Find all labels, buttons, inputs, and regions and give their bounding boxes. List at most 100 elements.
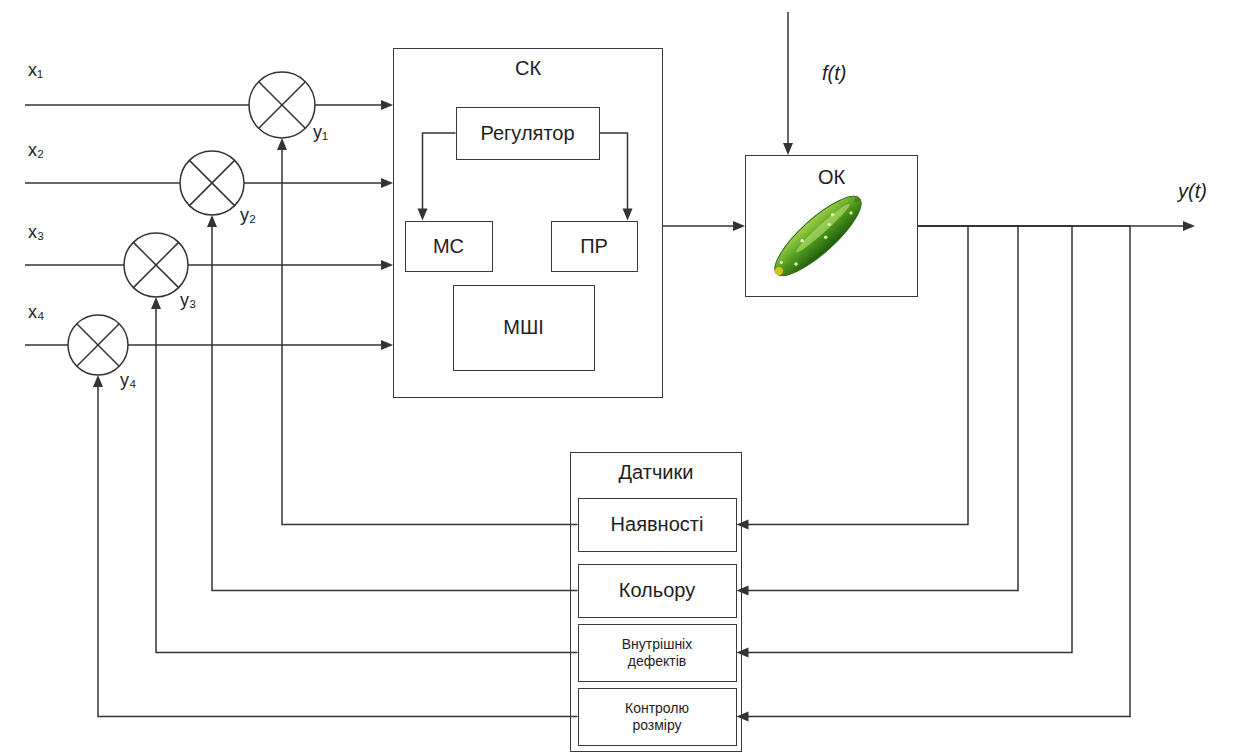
arrow-head	[381, 100, 393, 110]
connector-line	[747, 226, 1073, 653]
summing-junction	[68, 315, 128, 375]
connector	[737, 226, 1073, 658]
arrow-head	[381, 340, 393, 350]
control-system-box: СК РегуляторМС ПР МШІ	[393, 48, 663, 398]
unit-box: МС	[405, 221, 493, 272]
arrow-head	[737, 712, 749, 722]
connector-line	[98, 345, 578, 717]
cucumber-spot	[828, 223, 831, 226]
sensors-box: ДатчикиНаявностіКольоруВнутрішніх дефект…	[570, 452, 742, 752]
unit-box: МШІ	[453, 285, 595, 371]
node-label: МС	[433, 235, 464, 258]
input-wire	[25, 264, 124, 266]
connector	[93, 340, 578, 717]
disturbance-signal: f(t)	[822, 62, 846, 85]
arrow-head	[737, 586, 749, 596]
connector	[151, 260, 578, 653]
cucumber-spot	[824, 235, 828, 239]
arrow-head	[418, 209, 428, 221]
connector-line	[423, 133, 456, 211]
cucumber-stem	[855, 198, 860, 203]
control-object-box: ОК	[745, 155, 918, 297]
cucumber-highlight	[794, 201, 853, 255]
input-wire	[25, 344, 68, 346]
summing-junction	[180, 151, 244, 215]
cucumber-illustration	[765, 186, 871, 286]
junction-cross	[77, 324, 119, 366]
cucumber-spot	[794, 262, 798, 266]
cucumber-spot	[849, 211, 852, 214]
input-signal: x₃	[28, 222, 44, 243]
cucumber-body	[765, 186, 871, 286]
junction-cross	[259, 82, 306, 129]
connector	[737, 226, 969, 530]
arrow-head	[381, 260, 393, 270]
connector	[663, 221, 745, 231]
node-label: СК	[515, 57, 541, 80]
connector-line	[156, 265, 578, 653]
connector-line	[663, 225, 735, 227]
node-label: Внутрішніх дефектів	[607, 636, 707, 668]
node-label: Регулятор	[480, 122, 574, 145]
junction-cross	[133, 242, 178, 287]
junction-cross	[189, 160, 234, 205]
connector	[737, 226, 1131, 722]
cucumber-spot	[831, 213, 835, 217]
arrow-head	[381, 178, 393, 188]
connector-line	[747, 226, 1019, 591]
arrow-head	[277, 138, 287, 150]
arrow-head	[1183, 221, 1195, 231]
unit-box: ПР	[551, 221, 638, 272]
feedback-signal: y₄	[120, 370, 136, 391]
arrow-head	[733, 221, 745, 231]
arrow-head	[151, 297, 161, 309]
junction-cross	[259, 82, 306, 129]
cucumber-spot	[780, 261, 783, 264]
junction-cross	[77, 324, 119, 366]
connector	[418, 133, 456, 221]
input-wire	[25, 104, 249, 106]
arrow-head	[623, 209, 633, 221]
feedback-signal: y₂	[240, 205, 256, 226]
junction-cross	[189, 160, 234, 205]
connector-line	[282, 105, 578, 525]
connector	[600, 133, 633, 221]
sensor-box: Контролю розміру	[578, 688, 737, 746]
input-signal: x₂	[28, 140, 44, 161]
node-label: Контролю розміру	[607, 700, 707, 732]
output-signal: y(t)	[1178, 180, 1207, 203]
cucumber-flower-end	[775, 267, 783, 275]
input-wire	[25, 182, 180, 184]
sensor-box: Кольору	[578, 564, 737, 618]
connector-line	[600, 133, 628, 211]
arrow-head	[737, 648, 749, 658]
input-signal: x₁	[28, 60, 43, 81]
cucumber-spot	[800, 239, 804, 243]
summing-junction	[124, 233, 188, 297]
connector-line	[747, 226, 1131, 717]
connector-line	[212, 183, 578, 591]
node-label: Наявності	[611, 513, 704, 536]
arrow-head	[207, 215, 217, 227]
connector	[277, 100, 578, 525]
regulator-box: Регулятор	[456, 107, 600, 160]
connector	[737, 226, 1019, 596]
junction-cross	[133, 242, 178, 287]
feedback-signal: y₁	[313, 122, 328, 143]
feedback-signal: y₃	[180, 290, 196, 311]
node-label: МШІ	[503, 316, 544, 339]
disturbance-wire	[787, 12, 789, 144]
node-label: ПР	[580, 235, 608, 258]
node-label: Датчики	[619, 461, 694, 484]
summing-junction	[249, 72, 315, 138]
arrow-head	[737, 520, 749, 530]
sensor-box: Внутрішніх дефектів	[578, 624, 737, 682]
connector-line	[747, 226, 969, 525]
arrow-head	[783, 143, 793, 155]
node-label: ОК	[818, 166, 845, 189]
node-label: Кольору	[619, 579, 695, 602]
sensor-box: Наявності	[578, 498, 737, 552]
